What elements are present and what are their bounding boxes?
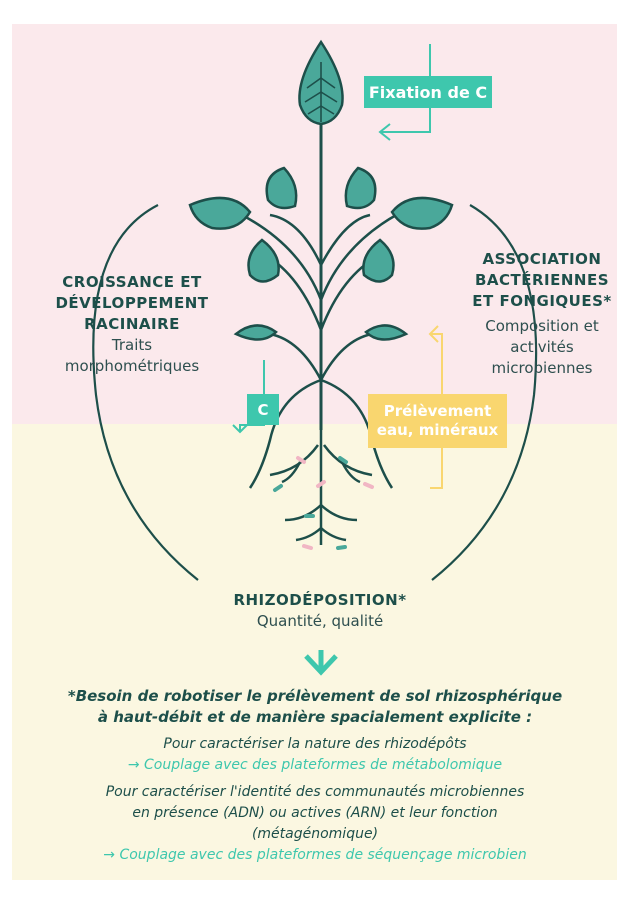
leaf-veins	[304, 62, 338, 122]
root-growth-title-3: RACINAIRE	[84, 315, 180, 333]
carbon-label: C	[257, 400, 269, 419]
note-heading-2: à haut-débit et de manière spacialement …	[97, 708, 533, 726]
note-heading-1: *Besoin de robotiser le prélèvement de s…	[67, 687, 563, 705]
note-item-2-line-3: (métagénomique)	[251, 826, 379, 842]
rhizodeposition-title: RHIZODÉPOSITION*	[233, 591, 407, 609]
fixation-arrow	[378, 44, 431, 141]
microbial-sub-2: activités	[510, 338, 574, 356]
root-growth-title-1: CROISSANCE ET	[62, 273, 202, 291]
microbial-block: ASSOCIATION BACTÉRIENNES ET FONGIQUES* C…	[454, 249, 629, 379]
root-growth-title-2: DÉVELOPPEMENT	[55, 294, 209, 312]
microbial-title-3: ET FONGIQUES*	[472, 292, 612, 310]
fixation-box: Fixation de C	[364, 76, 492, 108]
root-growth-sub-2: morphométriques	[64, 357, 200, 375]
root-growth-sub-1: Traits	[111, 336, 153, 354]
carbon-box: C	[247, 394, 279, 425]
microbes	[273, 456, 374, 550]
note-item-2-line-2: en présence (ADN) ou actives (ARN) et le…	[132, 805, 498, 821]
microbial-sub-3: microbiennes	[491, 359, 593, 377]
uptake-label-2: eau, minéraux	[376, 421, 499, 439]
rhizodeposition-sub: Quantité, qualité	[256, 612, 384, 630]
uptake-label-1: Prélèvement	[383, 402, 492, 420]
note-item-2-link: → Couplage avec des plateformes de séque…	[103, 847, 527, 863]
microbial-title-1: ASSOCIATION	[482, 250, 602, 268]
bottom-band	[12, 424, 617, 880]
robotisation-note: *Besoin de robotiser le prélèvement de s…	[40, 686, 590, 866]
cycle-arc-right	[431, 204, 538, 581]
fixation-label: Fixation de C	[368, 82, 488, 102]
uptake-box: Prélèvement eau, minéraux	[368, 394, 507, 448]
rhizodeposition-block: RHIZODÉPOSITION* Quantité, qualité	[200, 590, 440, 632]
note-item-2-line-1: Pour caractériser l'identité des communa…	[105, 784, 525, 800]
microbial-sub-1: Composition et	[485, 317, 599, 335]
cycle-arc-left	[92, 204, 199, 581]
note-item-1: Pour caractériser la nature des rhizodép…	[163, 736, 467, 752]
microbial-title-2: BACTÉRIENNES	[474, 271, 610, 289]
root-growth-block: CROISSANCE ET DÉVELOPPEMENT RACINAIRE Tr…	[42, 272, 222, 377]
note-item-1-link: → Couplage avec des plateformes de métab…	[127, 757, 503, 773]
down-arrow-icon	[304, 650, 338, 676]
carbon-arrow	[232, 360, 265, 434]
leaves	[188, 39, 454, 341]
